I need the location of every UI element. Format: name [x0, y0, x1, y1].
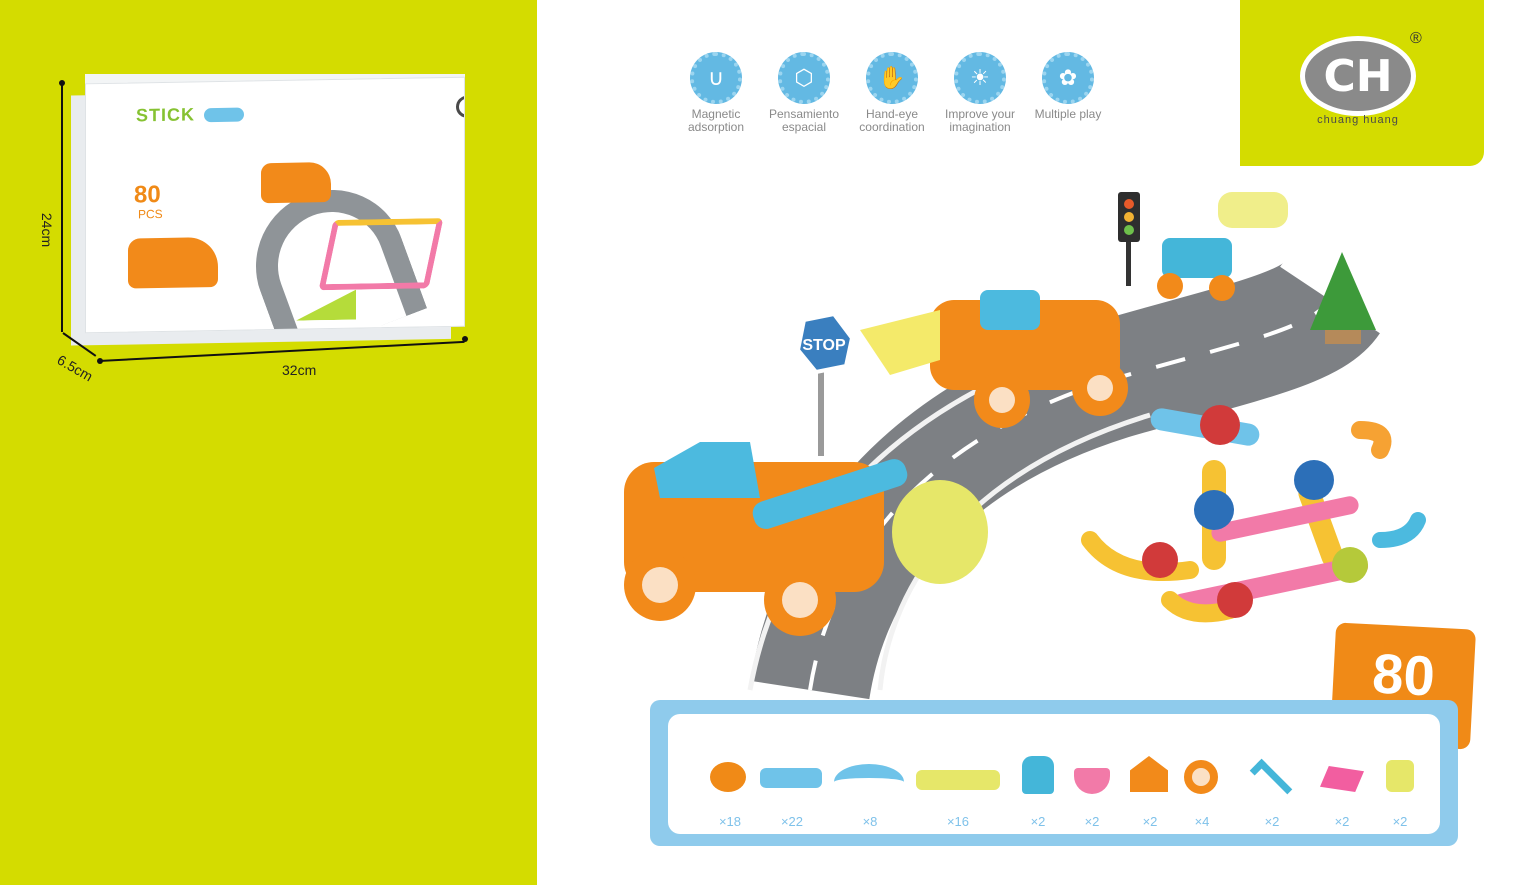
digger-bucket	[860, 310, 940, 375]
parts-list: ×18 ×22 ×8 ×16 ×2 ×2 ×2 ×4	[668, 714, 1440, 834]
box-brand-text: STICK	[136, 104, 195, 126]
feature-hand-eye: ✋ Hand-eye coordination	[848, 52, 936, 134]
height-dimension-line	[61, 84, 63, 332]
dimension-dot	[59, 80, 65, 86]
stop-sign-text: STOP	[802, 337, 846, 354]
box-tag	[204, 107, 244, 123]
left-panel: STICK 80 PCS 24cm 32cm 6.5cm	[0, 0, 537, 885]
brand-name: chuang huang	[1317, 114, 1399, 126]
roof-part-icon	[1130, 756, 1168, 792]
ball-part-icon	[710, 762, 746, 792]
part-quantity: ×2	[1030, 814, 1046, 829]
box-count-number: 80	[134, 180, 161, 209]
feature-row: ∪ Magnetic adsorption ⬡ Pensamiento espa…	[672, 52, 1112, 142]
part-quantity: ×22	[780, 814, 804, 829]
hand-eye-icon: ✋	[866, 52, 918, 104]
box-front: STICK 80 PCS	[85, 76, 465, 334]
brand-logo-panel: CH ® chuang huang	[1240, 0, 1484, 166]
cylinder-part-icon	[1386, 760, 1414, 792]
feature-magnetic: ∪ Magnetic adsorption	[672, 52, 760, 134]
box-count-unit: PCS	[138, 206, 163, 222]
box-excavator	[261, 162, 331, 204]
depth-dimension-line	[62, 332, 97, 357]
cube-icon: ⬡	[778, 52, 830, 104]
tree-base	[1325, 330, 1361, 344]
box-stick-frame	[318, 218, 444, 291]
excavator-bucket	[1218, 192, 1288, 228]
stick-rocking-frame	[1081, 405, 1426, 623]
part-quantity: ×2	[1142, 814, 1158, 829]
feature-label: Pensamiento espacial	[768, 107, 840, 134]
road-dashed-line	[808, 298, 1332, 691]
bucket-part-icon	[1074, 768, 1110, 794]
feature-label: Multiple play	[1034, 107, 1102, 121]
part-quantity: ×16	[946, 814, 970, 829]
wheel-part-icon	[1184, 760, 1218, 794]
part-quantity: ×2	[1084, 814, 1100, 829]
curved-stick-part-icon	[834, 764, 904, 800]
feature-multiple-play: ✿ Multiple play	[1024, 52, 1112, 121]
toy-scene-illustration: STOP	[624, 192, 1426, 700]
brand-logo-icon: CH	[1300, 36, 1416, 116]
roller-drum	[892, 480, 988, 584]
part-quantity: ×18	[718, 814, 742, 829]
traffic-light-pole	[1126, 240, 1131, 286]
tree-icon	[1310, 252, 1376, 330]
long-stick-part-icon	[760, 768, 822, 788]
flat-bar-part-icon	[916, 770, 1000, 790]
digger-body	[930, 300, 1120, 390]
parts-list-panel: ×18 ×22 ×8 ×16 ×2 ×2 ×2 ×4	[650, 700, 1458, 846]
part-quantity: ×2	[1264, 814, 1280, 829]
box-roller-car	[128, 236, 218, 289]
feature-label: Improve your imagination	[944, 107, 1016, 134]
part-quantity: ×8	[862, 814, 878, 829]
box-logo-icon	[456, 95, 465, 118]
multiple-play-icon: ✿	[1042, 52, 1094, 104]
width-dimension-line	[98, 340, 465, 362]
imagination-icon: ☀	[954, 52, 1006, 104]
shovel-part-icon	[1320, 766, 1364, 792]
dimension-dot	[462, 336, 468, 342]
product-box-illustration: STICK 80 PCS	[55, 70, 485, 390]
stop-sign-pole	[818, 370, 824, 456]
stop-sign-icon	[795, 311, 855, 375]
width-dimension-label: 32cm	[282, 362, 317, 378]
registered-mark: ®	[1410, 30, 1422, 47]
feature-spatial: ⬡ Pensamiento espacial	[760, 52, 848, 134]
angle-connector-part-icon	[1249, 758, 1293, 802]
part-quantity: ×4	[1194, 814, 1210, 829]
feature-imagination: ☀ Improve your imagination	[936, 52, 1024, 134]
excavator-body	[1162, 238, 1232, 278]
part-quantity: ×2	[1392, 814, 1408, 829]
brand-logo-mark: CH	[1323, 50, 1393, 102]
height-dimension-label: 24cm	[39, 212, 56, 248]
part-quantity: ×2	[1334, 814, 1350, 829]
feature-label: Hand-eye coordination	[859, 107, 925, 134]
feature-label: Magnetic adsorption	[687, 107, 745, 134]
seat-part-icon	[1022, 756, 1054, 794]
dimension-dot	[97, 358, 103, 364]
magnet-icon: ∪	[690, 52, 742, 104]
